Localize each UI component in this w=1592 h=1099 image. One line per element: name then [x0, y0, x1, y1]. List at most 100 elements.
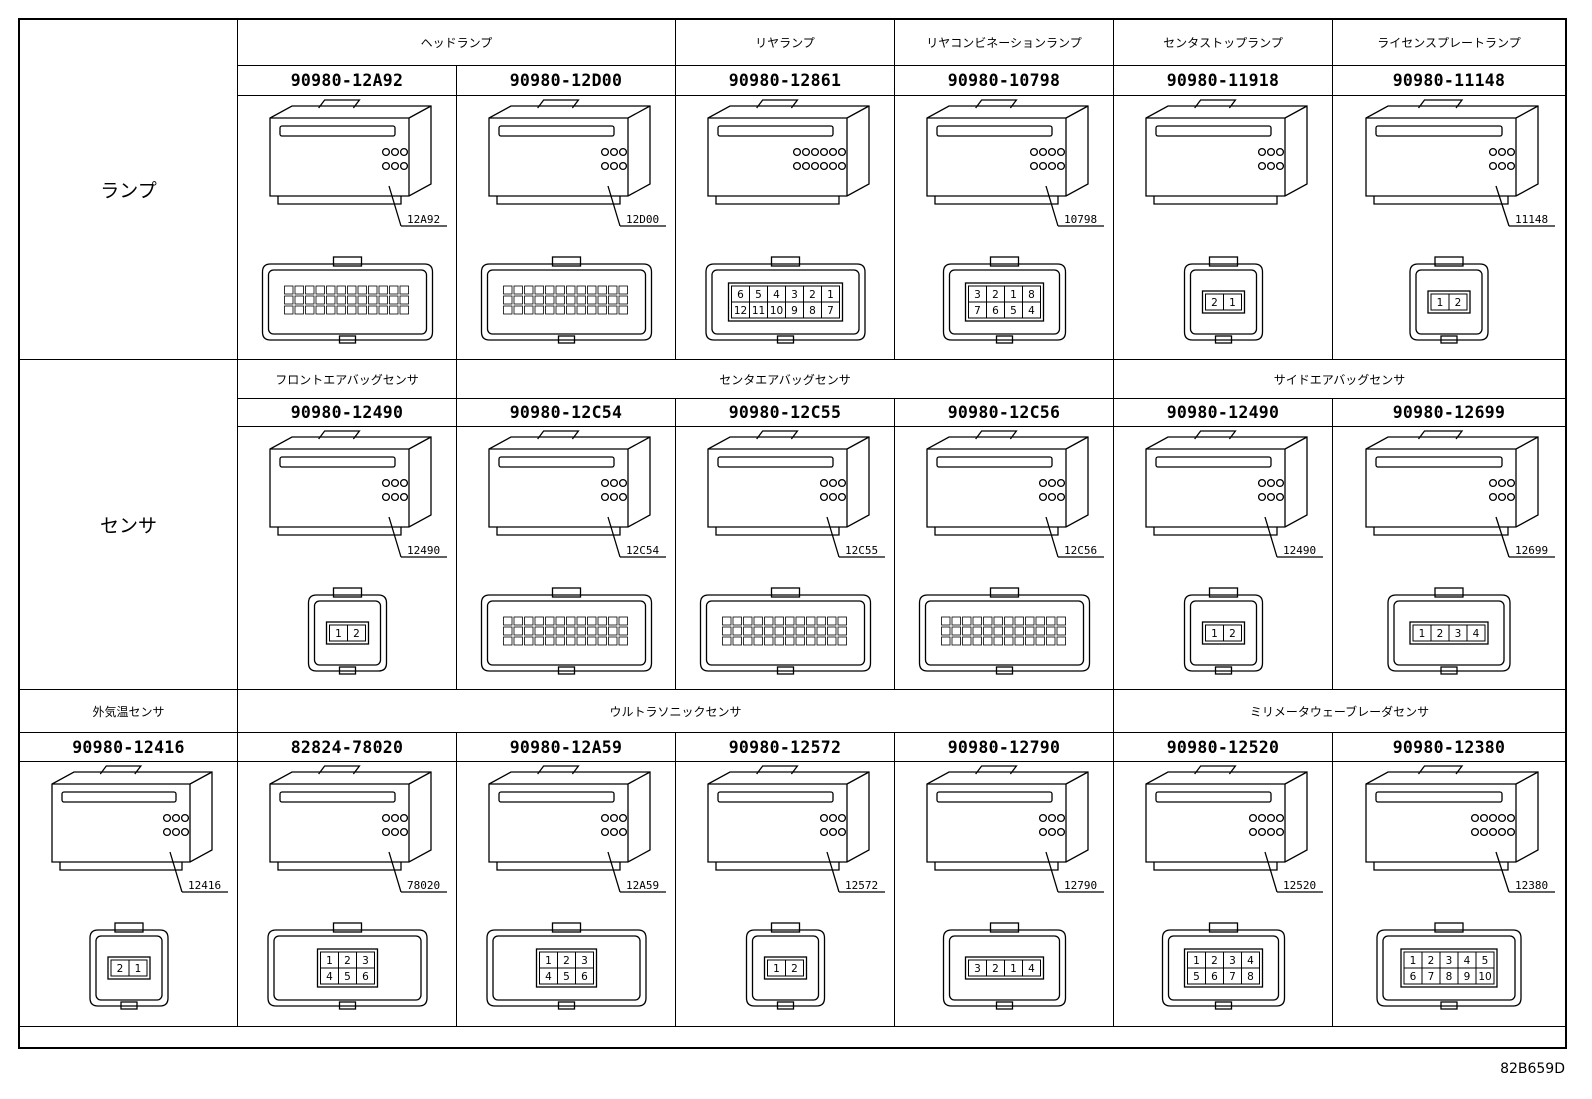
pin-number: 1	[135, 963, 142, 975]
pin-number: 2	[791, 963, 798, 975]
pin-number: 9	[791, 305, 798, 317]
pin-number: 3	[974, 963, 981, 975]
pin-number: 5	[755, 289, 762, 301]
pin-number: 2	[344, 955, 351, 967]
pin-number: 5	[1010, 305, 1017, 317]
connector-illustration: 12D00	[457, 96, 676, 360]
part-number: 90980-12520	[1114, 733, 1333, 762]
pin-number: 5	[344, 971, 351, 983]
part-number: 90980-12790	[895, 733, 1114, 762]
part-number: 90980-12380	[1333, 733, 1565, 762]
callout-label: 12C54	[626, 544, 659, 557]
part-number: 90980-12572	[676, 733, 895, 762]
pin-number: 3	[974, 289, 981, 301]
category-cell: ランプ	[20, 20, 238, 360]
connector-drawing: 12D00	[480, 99, 666, 344]
pin-number: 2	[809, 289, 816, 301]
connector-illustration: 12C55	[676, 427, 895, 690]
connector-illustration: 12C56	[895, 427, 1114, 690]
part-number: 90980-12A59	[457, 733, 676, 762]
part-number: 90980-12C55	[676, 399, 895, 427]
group-header: サイドエアバッグセンサ	[1114, 360, 1565, 399]
pin-number: 8	[1446, 971, 1453, 983]
pin-number: 1	[1010, 963, 1017, 975]
callout-label: 12490	[1283, 544, 1316, 557]
pin-number: 3	[791, 289, 798, 301]
part-number: 90980-12C56	[895, 399, 1114, 427]
pin-number: 2	[1211, 297, 1218, 309]
pin-number: 4	[773, 289, 780, 301]
pin-number: 4	[1473, 628, 1480, 640]
part-number: 90980-12A92	[238, 66, 457, 96]
pin-number: 4	[545, 971, 552, 983]
pin-number: 2	[1211, 955, 1218, 967]
pin-number: 4	[1028, 305, 1035, 317]
part-number: 90980-11148	[1333, 66, 1565, 96]
connector-drawing: 12A92	[261, 99, 447, 344]
connector-table: ランプヘッドランプリヤランプリヤコンビネーションランプセンタストップランプライセ…	[18, 18, 1567, 1049]
pin-number: 4	[1464, 955, 1471, 967]
connector-illustration: 12A92	[238, 96, 457, 360]
pin-number: 4	[1028, 963, 1035, 975]
callout-label: 12D00	[626, 213, 659, 226]
pin-number: 1	[1410, 955, 1417, 967]
group-header: センタエアバッグセンサ	[457, 360, 1114, 399]
pin-number: 3	[1455, 628, 1462, 640]
pin-number: 4	[1247, 955, 1254, 967]
part-number: 90980-12C54	[457, 399, 676, 427]
callout-label: 12C56	[1064, 544, 1097, 557]
pin-number: 4	[326, 971, 333, 983]
group-header: リヤコンビネーションランプ	[895, 20, 1114, 66]
part-number: 82824-78020	[238, 733, 457, 762]
pin-number: 3	[581, 955, 588, 967]
part-number: 90980-12699	[1333, 399, 1565, 427]
pin-number: 7	[974, 305, 981, 317]
pin-number: 6	[1211, 971, 1218, 983]
pin-number: 9	[1464, 971, 1471, 983]
pin-number: 3	[1229, 955, 1236, 967]
callout-label: 12699	[1515, 544, 1548, 557]
pin-number: 1	[335, 628, 342, 640]
figure-code: 82B659D	[1500, 1061, 1565, 1077]
connector-drawing: 12C56	[918, 430, 1104, 675]
group-header: リヤランプ	[676, 20, 895, 66]
pin-number: 2	[1229, 628, 1236, 640]
pin-number: 1	[326, 955, 333, 967]
callout-label: 12572	[845, 879, 878, 892]
pin-number: 1	[545, 955, 552, 967]
pin-number: 8	[1247, 971, 1254, 983]
pin-number: 5	[1482, 955, 1489, 967]
pin-number: 7	[1428, 971, 1435, 983]
part-number: 90980-12490	[1114, 399, 1333, 427]
callout-label: 12A92	[407, 213, 440, 226]
category-cell: センサ	[20, 360, 238, 690]
pin-number: 7	[827, 305, 834, 317]
pin-number: 1	[1193, 955, 1200, 967]
group-header: フロントエアバッグセンサ	[238, 360, 457, 399]
callout-label: 78020	[407, 879, 440, 892]
pin-number: 2	[992, 289, 999, 301]
pin-number: 1	[827, 289, 834, 301]
pin-number: 3	[1446, 955, 1453, 967]
callout-label: 12490	[407, 544, 440, 557]
callout-label: 12A59	[626, 879, 659, 892]
group-header: 外気温センサ	[20, 690, 238, 733]
pin-number: 6	[362, 971, 369, 983]
